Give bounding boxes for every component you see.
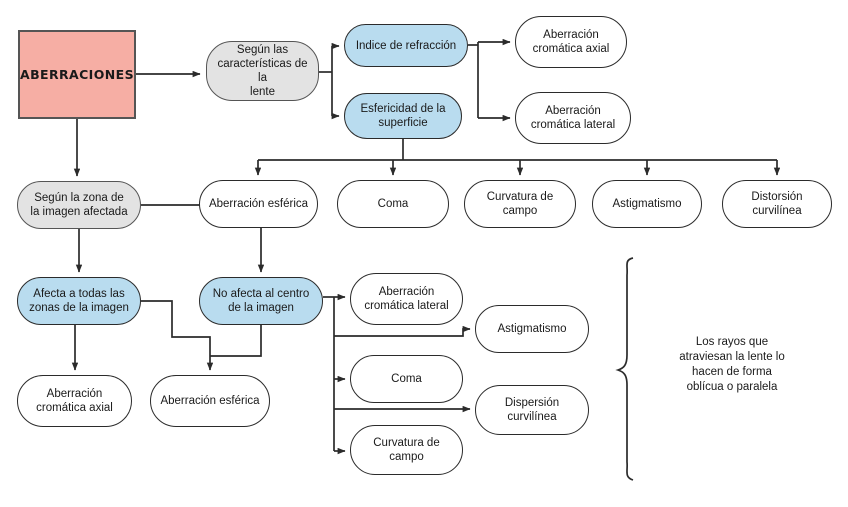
node-label: Curvatura de campo bbox=[486, 191, 554, 217]
node-label: Aberración cromática lateral bbox=[364, 286, 449, 312]
node-aberraciones[interactable]: ABERRACIONES bbox=[18, 30, 136, 119]
node-aberracion-cromatica-axial-top[interactable]: Aberración cromática axial bbox=[515, 16, 627, 68]
node-label: Según la zona de la imagen afectada bbox=[30, 192, 128, 218]
node-no-afecta-al-centro[interactable]: No afecta al centro de la imagen bbox=[199, 277, 323, 325]
node-label: Coma bbox=[391, 373, 422, 385]
node-astigmatismo-row[interactable]: Astigmatismo bbox=[592, 180, 702, 228]
node-curvatura-de-campo-bottom[interactable]: Curvatura de campo bbox=[350, 425, 463, 475]
node-indice-de-refraccion[interactable]: Indice de refracción bbox=[344, 24, 468, 67]
node-label: No afecta al centro de la imagen bbox=[212, 288, 310, 314]
node-label: ABERRACIONES bbox=[20, 66, 134, 82]
node-coma-bottom[interactable]: Coma bbox=[350, 355, 463, 403]
brace-right bbox=[615, 257, 634, 481]
node-label: Afecta a todas las zonas de la imagen bbox=[29, 288, 129, 314]
node-label: Curvatura de campo bbox=[373, 437, 440, 463]
node-label: Aberración esférica bbox=[160, 395, 260, 407]
edge-no-afecta-esferica bbox=[210, 325, 262, 357]
node-distorsion-curvilinea-row[interactable]: Distorsión curvilínea bbox=[722, 180, 832, 228]
node-astigmatismo-bottom[interactable]: Astigmatismo bbox=[475, 305, 589, 353]
node-label: Astigmatismo bbox=[612, 198, 682, 210]
node-aberracion-cromatica-axial-bottom[interactable]: Aberración cromática axial bbox=[17, 375, 132, 427]
node-esfericidad-superficie[interactable]: Esfericidad de la superficie bbox=[344, 93, 462, 139]
node-coma-row[interactable]: Coma bbox=[337, 180, 449, 228]
edge-afecta-todas-esferica bbox=[141, 300, 214, 371]
node-label: Según las características de la lente bbox=[217, 44, 308, 98]
node-aberracion-esferica-bottom[interactable]: Aberración esférica bbox=[150, 375, 270, 427]
node-segun-la-zona[interactable]: Según la zona de la imagen afectada bbox=[17, 181, 141, 229]
node-aberracion-cromatica-lateral-top[interactable]: Aberración cromática lateral bbox=[515, 92, 631, 144]
node-aberracion-esferica-row[interactable]: Aberración esférica bbox=[199, 180, 318, 228]
node-label: Indice de refracción bbox=[355, 39, 457, 52]
node-label: Astigmatismo bbox=[497, 323, 567, 335]
node-segun-caracteristicas[interactable]: Según las características de la lente bbox=[206, 41, 319, 101]
node-label: Aberración cromática lateral bbox=[530, 105, 616, 131]
node-label: Aberración cromática axial bbox=[532, 29, 610, 55]
node-afecta-a-todas-las-zonas[interactable]: Afecta a todas las zonas de la imagen bbox=[17, 277, 141, 325]
node-label: Dispersión curvilínea bbox=[504, 397, 560, 423]
node-label: Aberración esférica bbox=[208, 198, 309, 210]
node-label: Distorsión curvilínea bbox=[751, 191, 803, 217]
node-label: Esfericidad de la superficie bbox=[360, 103, 446, 129]
edge-trunk3-astigmatismo bbox=[334, 325, 471, 337]
node-aberracion-cromatica-lateral-bottom[interactable]: Aberración cromática lateral bbox=[350, 273, 463, 325]
node-label: Coma bbox=[377, 198, 409, 210]
node-curvatura-de-campo-row[interactable]: Curvatura de campo bbox=[464, 180, 576, 228]
brace-annotation-text: Los rayos que atraviesan la lente lo hac… bbox=[679, 336, 785, 393]
node-dispersion-curvilinea-bottom[interactable]: Dispersión curvilínea bbox=[475, 385, 589, 435]
node-label: Aberración cromática axial bbox=[36, 388, 113, 414]
